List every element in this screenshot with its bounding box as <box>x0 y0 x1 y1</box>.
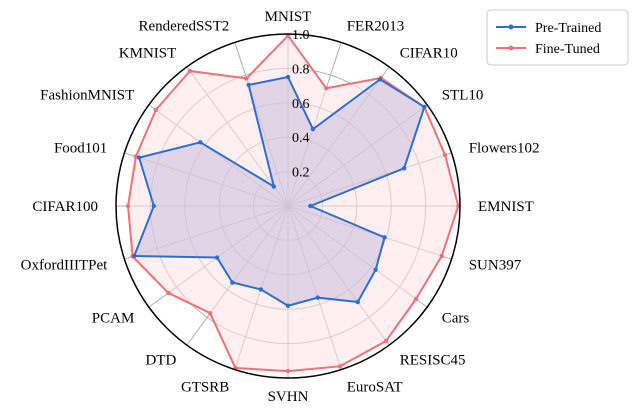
point-pre-trained-emnist <box>308 203 313 209</box>
radial-tick-0-4: 0.4 <box>292 131 310 146</box>
category-label-renderedsst2: RenderedSST2 <box>138 18 229 34</box>
series-lines <box>125 33 461 374</box>
category-label-oxfordiiitpet: OxfordIIITPet <box>21 258 108 274</box>
category-label-fashionmnist: FashionMNIST <box>40 87 134 103</box>
point-fine-tuned-kmnist <box>187 68 193 74</box>
point-fine-tuned-resisc45 <box>383 338 389 344</box>
point-fine-tuned-pcam <box>166 290 171 296</box>
category-label-food101: Food101 <box>54 140 107 156</box>
radial-tick-0-2: 0.2 <box>292 166 310 181</box>
category-label-kmnist: KMNIST <box>119 45 177 61</box>
legend-label-pre-trained: Pre-Trained <box>535 21 601 36</box>
category-label-sun397: SUN397 <box>469 258 522 274</box>
point-pre-trained-sun397 <box>382 235 387 240</box>
category-labels: MNIST FER2013CIFAR10STL10Flowers102EMNIST… <box>21 9 540 405</box>
point-pre-trained-oxfordiiitpet <box>132 253 137 259</box>
point-pre-trained-cifar100 <box>151 203 157 209</box>
point-pre-trained-dtd <box>230 280 235 285</box>
category-label-eurosat: EuroSAT <box>347 380 403 396</box>
series-fill-pre-trained <box>134 77 425 306</box>
category-label-emnist: EMNIST <box>478 199 534 215</box>
radial-tick-0-6: 0.6 <box>292 97 310 112</box>
point-fine-tuned-eurosat <box>337 364 343 369</box>
radial-tick-0-8: 0.8 <box>292 62 310 77</box>
legend: Pre-Trained Fine-Tuned <box>486 9 629 66</box>
outer-circle <box>115 33 461 379</box>
point-pre-trained-resisc45 <box>355 299 360 305</box>
category-label-cifar100: CIFAR100 <box>32 199 98 215</box>
category-label-mnist: MNIST <box>265 9 312 25</box>
point-fine-tuned-cars <box>413 296 419 302</box>
point-pre-trained-mnist <box>285 74 291 80</box>
point-pre-trained-renderedsst2 <box>246 82 251 88</box>
point-fine-tuned-renderedsst2 <box>244 76 249 81</box>
legend-marker-fine-tuned <box>508 45 514 51</box>
point-fine-tuned-sun397 <box>439 253 444 259</box>
point-fine-tuned-fer2013 <box>324 86 329 91</box>
point-pre-trained-pcam <box>214 255 220 260</box>
point-pre-trained-eurosat <box>315 295 320 300</box>
point-fine-tuned-svhn <box>285 368 291 374</box>
category-label-dtd: DTD <box>145 353 176 369</box>
category-label-svhn: SVHN <box>268 389 309 405</box>
point-fine-tuned-dtd <box>207 310 213 316</box>
category-label-gtsrb: GTSRB <box>181 380 229 396</box>
point-fine-tuned-cifar100 <box>125 203 131 209</box>
point-pre-trained-svhn <box>285 303 291 308</box>
category-label-flowers102: Flowers102 <box>469 140 540 156</box>
outer-frame <box>115 33 461 379</box>
point-pre-trained-stl10 <box>422 104 427 110</box>
category-label-stl10: STL10 <box>442 87 484 103</box>
point-fine-tuned-fashionmnist <box>153 107 159 113</box>
category-label-resisc45: RESISC45 <box>400 353 466 369</box>
radial-tick-1-0: 1.0 <box>292 28 310 43</box>
category-label-fer2013: FER2013 <box>347 18 405 34</box>
point-pre-trained-fer2013 <box>310 126 316 132</box>
point-pre-trained-fashionmnist <box>198 140 203 145</box>
legend-marker-pre-trained <box>508 24 514 30</box>
point-pre-trained-cars <box>373 267 378 272</box>
radial-tick-labels: 0.2 0.4 0.6 0.8 1.0 <box>292 28 310 181</box>
point-pre-trained-food101 <box>136 155 142 160</box>
series-fills <box>128 35 459 372</box>
category-label-pcam: PCAM <box>92 311 135 327</box>
category-label-cars: Cars <box>442 311 470 327</box>
point-pre-trained-kmnist <box>271 184 277 189</box>
legend-label-fine-tuned: Fine-Tuned <box>535 42 600 57</box>
point-pre-trained-flowers102 <box>401 166 407 171</box>
point-fine-tuned-flowers102 <box>442 152 448 158</box>
point-pre-trained-cifar10 <box>377 77 383 82</box>
legend-box <box>486 9 629 66</box>
point-pre-trained-gtsrb <box>258 287 264 292</box>
category-label-cifar10: CIFAR10 <box>400 45 458 61</box>
